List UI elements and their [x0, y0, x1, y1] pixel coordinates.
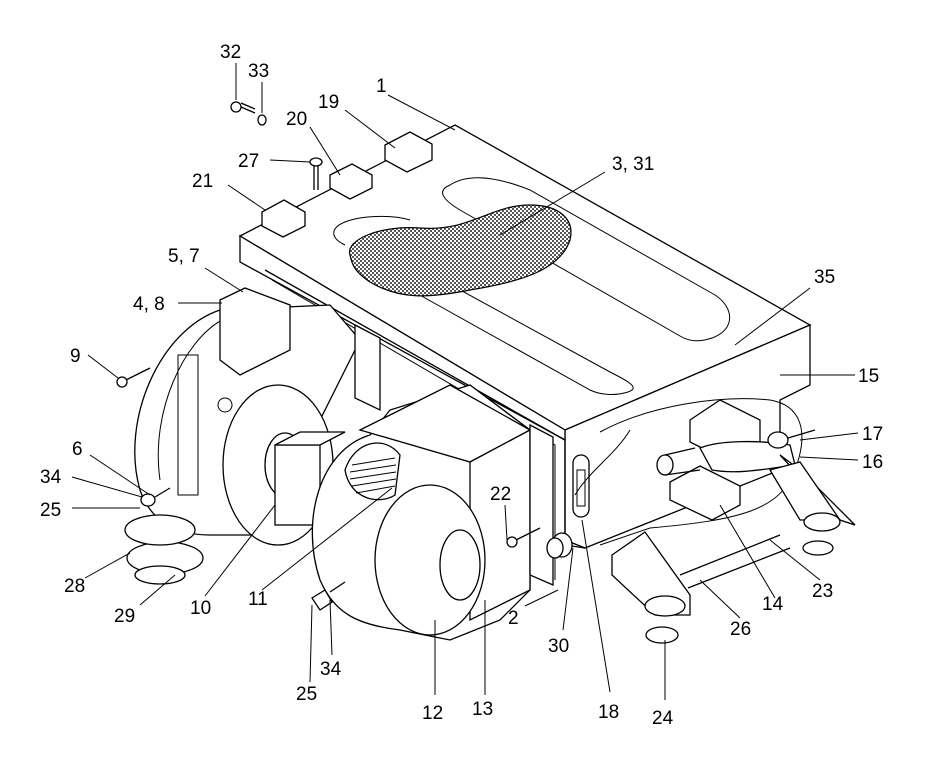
callout-25-bottom: 25 — [296, 684, 317, 705]
connector-30 — [546, 532, 573, 559]
screw-32 — [230, 101, 256, 114]
foot-right-23 — [768, 454, 856, 556]
blower-housing-left — [134, 304, 361, 546]
callout-27: 27 — [238, 151, 259, 172]
bar-26 — [679, 534, 791, 589]
leader-lines — [71, 63, 859, 700]
callout-2: 2 — [508, 608, 519, 629]
callout-26: 26 — [730, 619, 751, 640]
callout-1: 1 — [376, 76, 387, 97]
callout-24: 24 — [652, 708, 674, 729]
pin-25-bottom — [311, 581, 346, 611]
callout-12: 12 — [422, 703, 443, 724]
screw-9 — [116, 367, 151, 388]
cable-35 — [574, 398, 803, 546]
callout-9: 9 — [70, 346, 81, 367]
blower-housing-right — [311, 384, 532, 641]
callout-22: 22 — [490, 484, 511, 505]
callout-5-7: 5, 7 — [168, 246, 200, 267]
washer-33 — [257, 114, 267, 126]
callout-16: 16 — [862, 452, 883, 473]
callout-23: 23 — [812, 581, 833, 602]
hose-16 — [656, 440, 796, 476]
callout-labels: 32 33 1 19 20 27 21 3, 31 5, 7 4, 8 35 9… — [40, 42, 883, 729]
callout-10: 10 — [190, 598, 211, 619]
filter-pad — [349, 204, 572, 297]
screw-22 — [506, 527, 541, 548]
callout-29: 29 — [114, 606, 135, 627]
callout-14: 14 — [762, 594, 784, 615]
callout-4-8: 4, 8 — [133, 294, 165, 315]
callout-34-bottom: 34 — [320, 659, 342, 680]
callout-3-31: 3, 31 — [612, 154, 654, 175]
mounting-bracket — [177, 287, 291, 496]
callout-30: 30 — [548, 636, 569, 657]
foot-front-24 — [611, 531, 691, 644]
callout-25-left: 25 — [40, 500, 61, 521]
callout-6: 6 — [72, 439, 83, 460]
callout-19: 19 — [318, 92, 339, 113]
callout-20: 20 — [286, 109, 307, 130]
foot-left — [124, 487, 204, 585]
callout-15: 15 — [858, 366, 879, 387]
callout-28: 28 — [64, 576, 85, 597]
callout-32: 32 — [220, 42, 241, 63]
screw-27 — [309, 157, 323, 190]
callout-21: 21 — [192, 171, 213, 192]
callout-35: 35 — [814, 267, 835, 288]
callout-17: 17 — [862, 424, 883, 445]
callout-34-left: 34 — [40, 467, 62, 488]
callout-13: 13 — [472, 699, 493, 720]
callout-18: 18 — [598, 702, 619, 723]
callout-33: 33 — [248, 61, 269, 82]
callout-11: 11 — [248, 589, 268, 610]
top-fittings — [261, 131, 433, 238]
